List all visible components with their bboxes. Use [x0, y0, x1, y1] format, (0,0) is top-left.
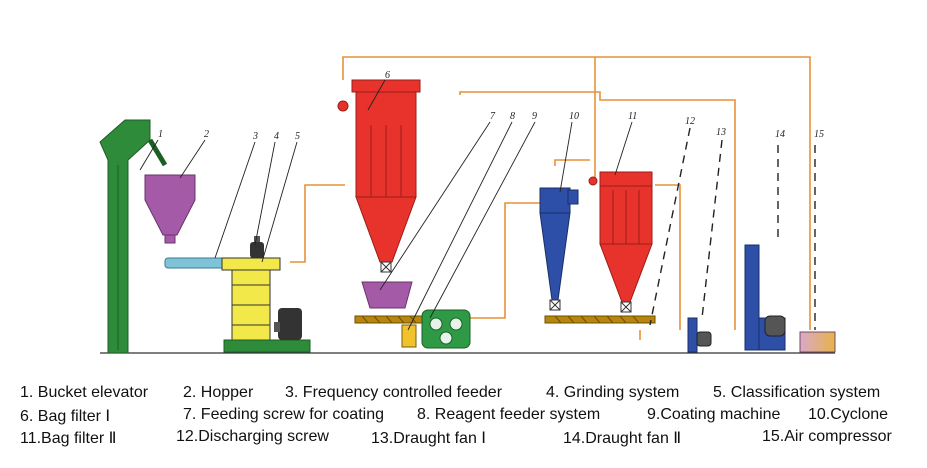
label-10: 10	[569, 111, 579, 122]
legend-item-2: 2. Hopper	[183, 384, 254, 401]
legend-item-1: 1. Bucket elevator	[20, 384, 149, 401]
draught-fan-1	[687, 317, 712, 353]
label-5: 5	[295, 131, 300, 142]
label-8: 8	[510, 111, 515, 122]
legend-item-9: 9.Coating machine	[647, 406, 781, 423]
exhaust-lines	[649, 127, 816, 330]
grinding-system	[221, 257, 311, 353]
legend-item-7: 7. Feeding screw for coating	[183, 406, 384, 423]
classification-system	[250, 236, 264, 258]
air-compressor	[799, 331, 836, 353]
leader-lines	[139, 79, 633, 331]
legend-item-14: 14.Draught fan Ⅱ	[563, 430, 682, 447]
label-15: 15	[814, 129, 824, 140]
label-4: 4	[274, 131, 279, 142]
label-14: 14	[775, 129, 785, 140]
legend-item-3: 3. Frequency controlled feeder	[285, 384, 503, 401]
legend: 1. Bucket elevator 2. Hopper 3. Frequenc…	[0, 374, 927, 468]
label-6: 6	[385, 70, 390, 81]
process-flow-diagram: 1 2 3 4 5 6 7 8 9 10 11 12 13 14 15	[99, 56, 836, 354]
label-13: 13	[716, 127, 726, 138]
legend-item-10: 10.Cyclone	[808, 406, 889, 423]
label-1: 1	[158, 129, 163, 140]
hopper	[144, 174, 196, 244]
bucket-elevator	[99, 119, 168, 354]
legend-item-4: 4. Grinding system	[546, 384, 680, 401]
label-12: 12	[685, 116, 695, 127]
flow-pipes	[167, 56, 811, 340]
legend-item-15: 15.Air compressor	[762, 428, 892, 445]
label-9: 9	[532, 111, 537, 122]
label-2: 2	[204, 129, 209, 140]
coating-machine	[421, 309, 471, 349]
cyclone	[539, 187, 579, 311]
legend-item-12: 12.Discharging screw	[176, 428, 329, 445]
legend-item-8: 8. Reagent feeder system	[417, 406, 601, 423]
bag-filter-2	[588, 171, 653, 313]
legend-item-11: 11.Bag filter Ⅱ	[20, 430, 117, 447]
draught-fan-2	[744, 244, 786, 351]
frequency-controlled-feeder	[164, 257, 226, 269]
legend-item-5: 5. Classification system	[713, 384, 881, 401]
bag-filter-1	[337, 79, 421, 273]
legend-item-13: 13.Draught fan Ⅰ	[371, 430, 487, 447]
number-labels: 1 2 3 4 5 6 7 8 9 10 11 12 13 14 15	[158, 70, 824, 142]
discharging-screw	[544, 315, 656, 324]
label-11: 11	[628, 111, 637, 122]
label-3: 3	[252, 131, 258, 142]
legend-item-6: 6. Bag filter Ⅰ	[20, 408, 111, 425]
reagent-feeder-system	[401, 324, 417, 348]
label-7: 7	[490, 111, 496, 122]
